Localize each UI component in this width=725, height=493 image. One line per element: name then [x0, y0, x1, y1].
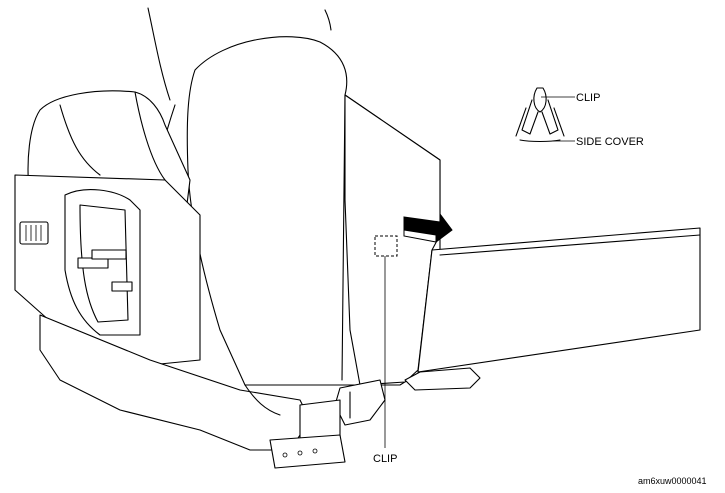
side-cover-label: SIDE COVER	[576, 136, 644, 148]
lower-brackets	[269, 379, 386, 469]
removal-arrow-icon	[403, 212, 453, 243]
clip-label-bottom: CLIP	[373, 453, 397, 465]
clip-label-top: CLIP	[576, 92, 600, 104]
side-trim-panel	[14, 174, 201, 366]
figure-code: am6xuw0000041	[638, 476, 707, 486]
clip-location-marker	[374, 235, 398, 448]
seat-base	[39, 314, 311, 451]
clip-detail-inset	[515, 87, 575, 143]
seat-rail	[404, 227, 701, 391]
